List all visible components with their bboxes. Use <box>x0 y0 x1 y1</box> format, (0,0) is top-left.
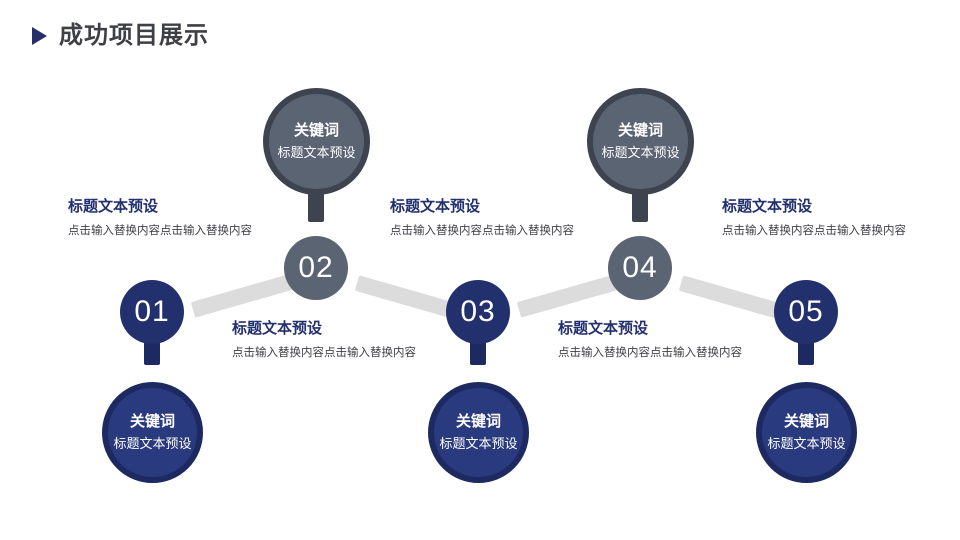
step-03-label-title: 标题文本预设 <box>390 198 481 215</box>
step-05-balloon[interactable]: 关键词 标题文本预设 <box>756 382 857 483</box>
step-05-balloon-subtitle: 标题文本预设 <box>767 435 846 451</box>
step-04-balloon-keyword: 关键词 <box>617 122 663 140</box>
step-03-balloon-subtitle: 标题文本预设 <box>439 435 518 451</box>
slide-header: 成功项目展示 <box>32 24 209 48</box>
step-01-number[interactable]: 01 <box>120 280 184 344</box>
step-03-balloon-keyword: 关键词 <box>455 413 501 431</box>
step-02-balloon-subtitle: 标题文本预设 <box>277 144 356 160</box>
connector-band-01-02 <box>190 274 294 318</box>
step-01-label-title: 标题文本预设 <box>68 198 159 215</box>
step-04-number[interactable]: 04 <box>608 236 672 300</box>
step-02-stem <box>308 190 324 222</box>
step-03-number[interactable]: 03 <box>446 280 510 344</box>
step-01-balloon-subtitle: 标题文本预设 <box>113 435 192 451</box>
step-01-balloon[interactable]: 关键词 标题文本预设 <box>102 382 203 483</box>
step-02-label-body: 点击输入替换内容点击输入替换内容 <box>232 347 416 359</box>
step-02-label: 标题文本预设 点击输入替换内容点击输入替换内容 <box>232 320 447 362</box>
step-02-label-title: 标题文本预设 <box>232 320 323 337</box>
step-04-balloon[interactable]: 关键词 标题文本预设 <box>587 88 694 195</box>
connector-band-04-05 <box>678 275 784 320</box>
step-03-label: 标题文本预设 点击输入替换内容点击输入替换内容 <box>390 198 605 240</box>
step-03-label-body: 点击输入替换内容点击输入替换内容 <box>390 225 574 237</box>
step-04-balloon-subtitle: 标题文本预设 <box>601 144 680 160</box>
step-05-label: 标题文本预设 点击输入替换内容点击输入替换内容 <box>722 198 937 240</box>
step-04-label-body: 点击输入替换内容点击输入替换内容 <box>558 347 742 359</box>
step-01-balloon-keyword: 关键词 <box>129 413 175 431</box>
step-04-stem <box>632 190 648 222</box>
step-05-number[interactable]: 05 <box>774 280 838 344</box>
connector-band-02-03 <box>354 275 458 319</box>
step-02-balloon[interactable]: 关键词 标题文本预设 <box>263 88 370 195</box>
step-02-balloon-keyword: 关键词 <box>293 122 339 140</box>
step-04-label-title: 标题文本预设 <box>558 320 649 337</box>
step-02-number[interactable]: 02 <box>284 236 348 300</box>
step-01-label-body: 点击输入替换内容点击输入替换内容 <box>68 225 252 237</box>
triangle-right-icon <box>32 27 47 45</box>
step-03-balloon[interactable]: 关键词 标题文本预设 <box>428 382 529 483</box>
step-01-label: 标题文本预设 点击输入替换内容点击输入替换内容 <box>68 198 283 240</box>
connector-band-03-04 <box>516 274 620 318</box>
page-title: 成功项目展示 <box>59 22 209 49</box>
step-05-label-body: 点击输入替换内容点击输入替换内容 <box>722 225 906 237</box>
step-05-label-title: 标题文本预设 <box>722 198 813 215</box>
step-05-balloon-keyword: 关键词 <box>783 413 829 431</box>
step-04-label: 标题文本预设 点击输入替换内容点击输入替换内容 <box>558 320 773 362</box>
